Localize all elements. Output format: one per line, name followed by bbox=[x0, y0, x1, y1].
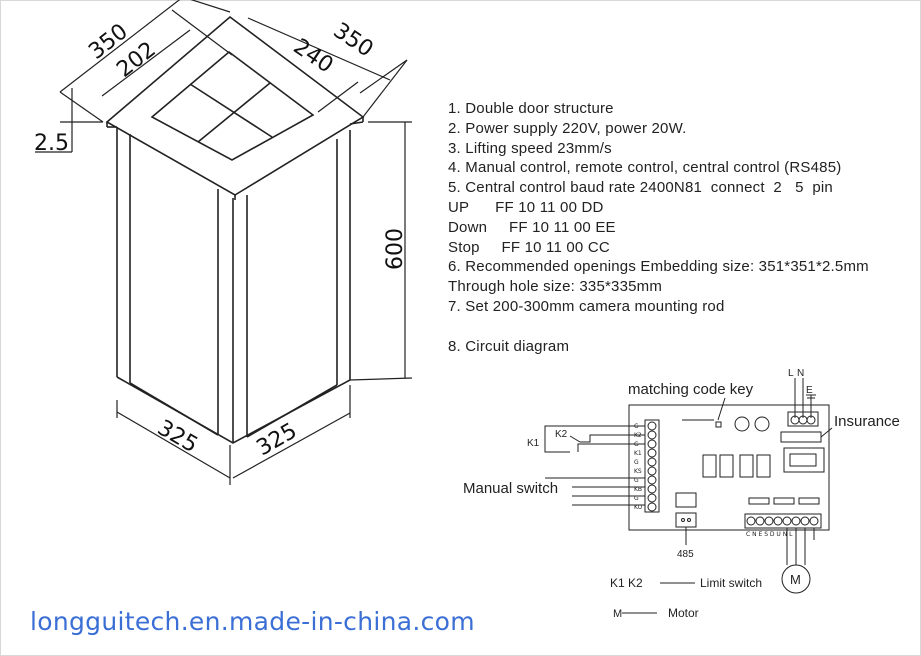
legend-motor-key: M bbox=[613, 608, 622, 620]
svg-text:G: G bbox=[634, 441, 639, 448]
spec-line: 8. Circuit diagram bbox=[448, 337, 570, 355]
svg-text:KU: KU bbox=[634, 504, 642, 511]
spec-line: 2. Power supply 220V, power 20W. bbox=[448, 119, 687, 137]
dim-height-600: 600 bbox=[383, 228, 408, 270]
dimension-lines bbox=[35, 0, 413, 485]
svg-text:G: G bbox=[634, 495, 639, 502]
label-k2: K2 bbox=[555, 429, 568, 440]
label-E: E bbox=[806, 385, 813, 396]
left-terminal-labels: G K2 G K1 G KS G KB G KU bbox=[634, 423, 642, 511]
label-485: 485 bbox=[677, 549, 694, 560]
spec-line: UP FF 10 11 00 DD bbox=[448, 199, 604, 216]
spec-line: 4. Manual control, remote control, centr… bbox=[448, 159, 842, 177]
svg-text:KS: KS bbox=[634, 468, 642, 475]
label-motor-M: M bbox=[790, 572, 801, 587]
svg-text:G: G bbox=[634, 477, 639, 484]
svg-text:K2: K2 bbox=[634, 432, 642, 439]
label-bottom-terminals: C N E S D U N L bbox=[746, 531, 793, 538]
spec-line: Through hole size: 335*335mm bbox=[448, 278, 663, 296]
dim-base-right-325: 325 bbox=[253, 419, 302, 462]
spec-line: 3. Lifting speed 23mm/s bbox=[448, 139, 612, 157]
legend-motor: Motor bbox=[668, 606, 699, 620]
label-matching-code-key: matching code key bbox=[628, 381, 754, 398]
label-L: L bbox=[788, 368, 794, 379]
legend-limit-key: K1 K2 bbox=[610, 576, 643, 590]
spec-line: 6. Recommended openings Embedding size: … bbox=[448, 258, 869, 276]
svg-text:G: G bbox=[634, 423, 639, 430]
dim-inner-240: 240 bbox=[289, 34, 338, 78]
label-insurance: Insurance bbox=[834, 413, 900, 430]
label-manual-switch: Manual switch bbox=[463, 480, 558, 497]
label-N: N bbox=[797, 368, 804, 379]
motor-symbol bbox=[781, 564, 811, 594]
spec-line: Down FF 10 11 00 EE bbox=[448, 218, 616, 236]
circuit-diagram bbox=[544, 378, 833, 614]
controller-board bbox=[628, 404, 830, 531]
spec-line: 5. Central control baud rate 2400N81 con… bbox=[448, 179, 833, 197]
spec-line: Stop FF 10 11 00 CC bbox=[448, 238, 610, 256]
svg-text:KB: KB bbox=[634, 486, 642, 493]
bollard-box bbox=[105, 15, 365, 444]
legend-limit-switch: Limit switch bbox=[700, 576, 762, 590]
svg-text:G: G bbox=[634, 459, 639, 466]
spec-line: 1. Double door structure bbox=[448, 100, 614, 117]
label-k1: K1 bbox=[527, 438, 540, 449]
spec-line: 7. Set 200-300mm camera mounting rod bbox=[448, 298, 725, 315]
watermark-url: longguitech.en.made-in-china.com bbox=[30, 607, 475, 636]
top-door-frame bbox=[150, 50, 315, 161]
svg-text:K1: K1 bbox=[634, 450, 642, 457]
dim-flange-2-5: 2.5 bbox=[34, 131, 69, 156]
